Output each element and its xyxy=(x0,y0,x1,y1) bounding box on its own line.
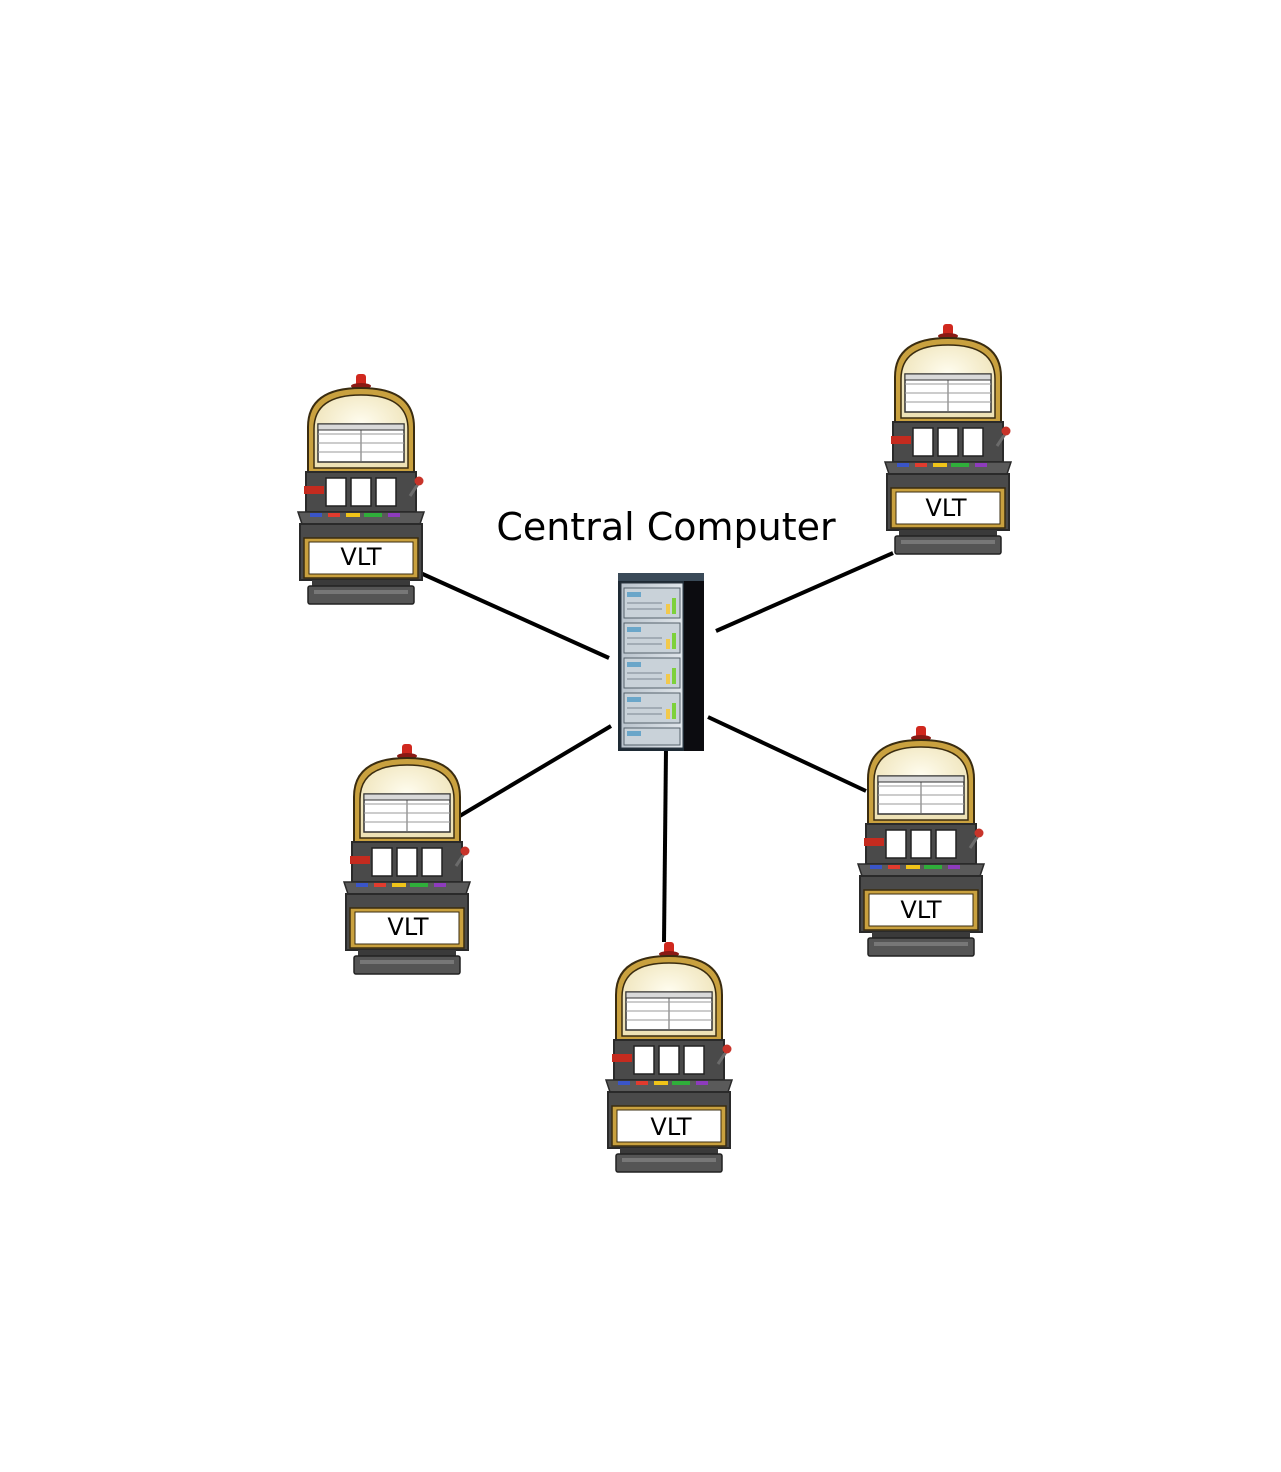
link-mid-left xyxy=(456,724,613,819)
link-bottom xyxy=(662,748,668,943)
vlt-terminal-mid-left: VLT xyxy=(342,742,472,976)
vlt-terminal-mid-right: VLT xyxy=(856,724,986,958)
vlt-terminal-top-left: VLT xyxy=(296,372,426,606)
vlt-label: VLT xyxy=(925,494,966,522)
link-top-right xyxy=(715,551,894,633)
server-rack-icon xyxy=(618,573,704,751)
link-mid-right xyxy=(707,715,867,793)
vlt-label: VLT xyxy=(387,913,428,941)
central-computer-label: Central Computer xyxy=(496,505,836,549)
connection-lines xyxy=(415,551,894,943)
vlt-terminal-top-right: VLT xyxy=(883,322,1013,556)
link-top-left xyxy=(415,569,610,660)
vlt-label: VLT xyxy=(900,896,941,924)
vlt-label: VLT xyxy=(340,543,381,571)
vlt-label: VLT xyxy=(650,1113,691,1141)
vlt-terminal-bottom: VLT xyxy=(604,940,734,1174)
